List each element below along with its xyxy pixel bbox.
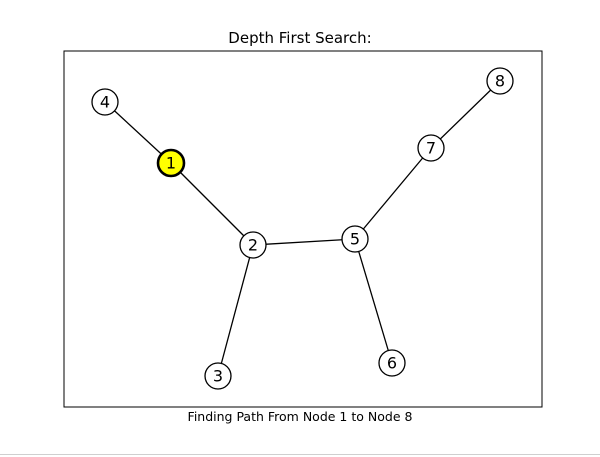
edge-2-3 — [217, 244, 254, 377]
node-4: 4 — [91, 88, 119, 116]
node-circle — [341, 225, 369, 253]
figure-caption: Finding Path From Node 1 to Node 8 — [187, 409, 413, 424]
node-circle — [91, 88, 119, 116]
edge-7-8 — [430, 80, 501, 149]
node-circle — [486, 67, 514, 95]
node-label: 2 — [248, 236, 258, 255]
edge-1-2 — [170, 162, 254, 246]
node-3: 3 — [204, 362, 232, 390]
node-2: 2 — [239, 231, 267, 259]
node-circle — [239, 231, 267, 259]
current-node-circle — [156, 148, 186, 178]
plot-frame — [63, 50, 543, 408]
node-label: 7 — [426, 139, 436, 158]
node-5: 5 — [341, 225, 369, 253]
node-label: 6 — [387, 354, 397, 373]
edge-5-6 — [354, 238, 393, 364]
node-circle — [417, 134, 445, 162]
node-circle — [204, 362, 232, 390]
edges-layer — [104, 80, 501, 377]
node-label: 4 — [100, 93, 110, 112]
bottom-divider — [0, 454, 600, 455]
edge-4-1 — [104, 101, 172, 164]
node-1: 1 — [156, 148, 186, 178]
edge-5-7 — [354, 147, 432, 240]
node-circle — [378, 349, 406, 377]
node-7: 7 — [417, 134, 445, 162]
edge-2-5 — [252, 238, 356, 246]
nodes-layer: 1 2 3 4 5 6 7 8 — [91, 67, 514, 390]
figure-title: Depth First Search: — [228, 29, 372, 47]
node-label: 5 — [350, 230, 360, 249]
node-label: 8 — [495, 72, 505, 91]
node-8: 8 — [486, 67, 514, 95]
node-label: 3 — [213, 367, 223, 386]
node-6: 6 — [378, 349, 406, 377]
node-label: 1 — [166, 154, 176, 173]
